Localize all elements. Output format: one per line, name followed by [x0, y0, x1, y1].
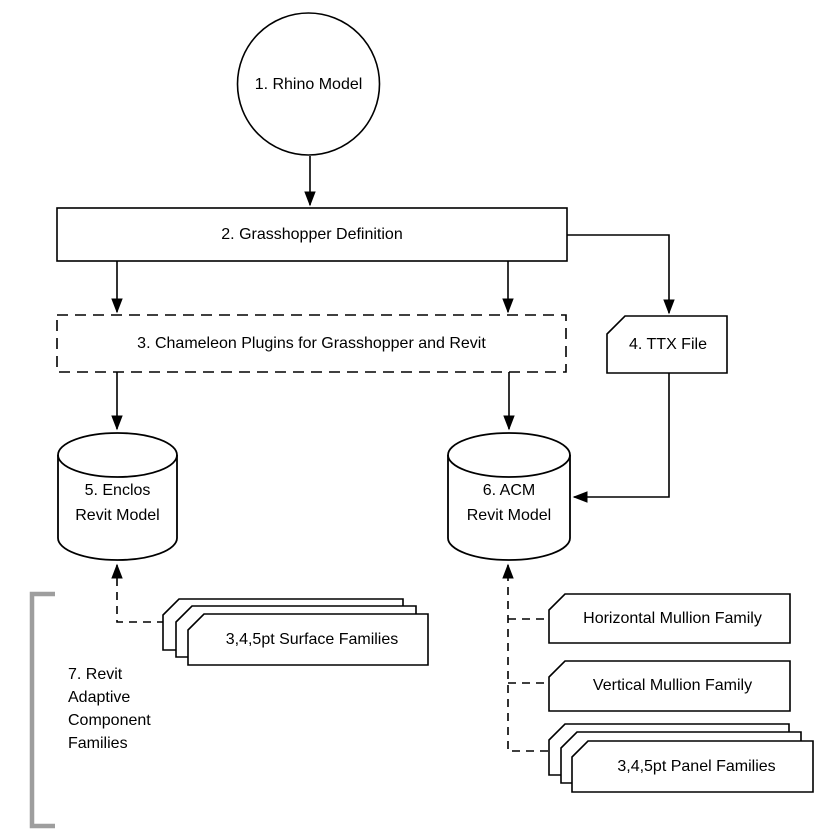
adaptive-families-bracket: [29, 591, 55, 829]
acm-cylinder: [447, 432, 571, 561]
rhino-model-circle: [236, 12, 381, 156]
ttx-file-box: [606, 315, 728, 374]
surface-families-stack: [162, 598, 429, 666]
panel-families-stack: [548, 723, 814, 793]
chameleon-plugins-box: [56, 314, 567, 373]
dashed-arrow-surface-to-enclos: [111, 563, 165, 623]
vertical-mullion-card: [548, 660, 791, 712]
enclos-cylinder: [57, 432, 178, 561]
horizontal-mullion-card: [548, 593, 791, 644]
grasshopper-definition-box: [56, 207, 568, 262]
dashed-arrow-families-to-acm: [502, 563, 548, 752]
arrow-grasshopper-to-ttx: [567, 234, 675, 315]
arrow-ttx-to-acm: [572, 373, 670, 503]
